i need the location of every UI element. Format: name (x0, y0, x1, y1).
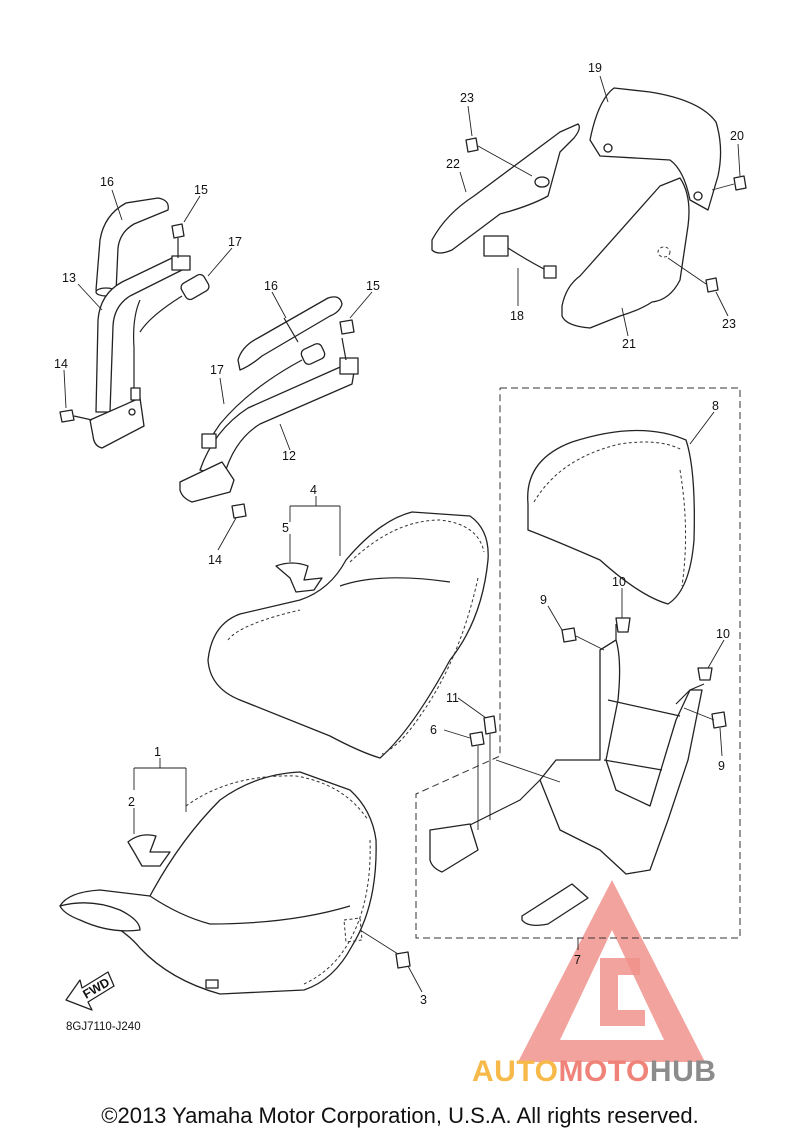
label-10-lower: 10 (716, 627, 730, 641)
part-10-grommet-lower (697, 667, 713, 681)
copyright-notice: ©2013 Yamaha Motor Corporation, U.S.A. A… (101, 1103, 699, 1128)
part-1-front-seat (59, 771, 377, 995)
label-19: 19 (588, 61, 602, 75)
logo-triangle (518, 880, 705, 1062)
part-23-bolt-lower (667, 257, 719, 293)
label-4: 4 (310, 483, 317, 497)
part-3-bolt (343, 917, 411, 969)
label-15-right: 15 (366, 279, 380, 293)
label-18: 18 (510, 309, 524, 323)
label-14-right: 14 (208, 553, 222, 567)
part-14-bolt-right (231, 503, 247, 519)
label-13: 13 (62, 271, 76, 285)
part-11-bolt (483, 715, 497, 820)
part-5-damper (275, 562, 323, 593)
part-20-bolt (711, 175, 747, 191)
label-14-left: 14 (54, 357, 68, 371)
label-7: 7 (574, 953, 581, 967)
label-9-lower: 9 (718, 759, 725, 773)
label-8: 8 (712, 399, 719, 413)
label-3: 3 (420, 993, 427, 1007)
label-5: 5 (282, 521, 289, 535)
label-23-upper: 23 (460, 91, 474, 105)
label-20: 20 (730, 129, 744, 143)
label-10-upper: 10 (612, 575, 626, 589)
logo-inner-mark (600, 958, 645, 1026)
label-21: 21 (622, 337, 636, 351)
part-14-bolt-left (59, 409, 93, 423)
brand-moto: MOTO (558, 1055, 650, 1088)
part-23-bolt-upper (465, 137, 533, 177)
part-21-side-cover-right (561, 177, 690, 329)
part-9-bolt-upper (561, 627, 605, 651)
part-15-bolt-left (171, 223, 185, 258)
part-22-side-cover (431, 123, 580, 254)
backrest-assembly-box (415, 387, 741, 939)
label-17-right: 17 (210, 363, 224, 377)
part-16-grip-right (237, 296, 343, 371)
label-22: 22 (446, 157, 460, 171)
label-15-left: 15 (194, 183, 208, 197)
label-16-left: 16 (100, 175, 114, 189)
part-7-backrest-frame (429, 624, 705, 926)
part-9-bolt-lower (683, 707, 727, 729)
label-2: 2 (128, 795, 135, 809)
fwd-arrow-icon: FWD (65, 971, 115, 1011)
label-1: 1 (154, 745, 161, 759)
label-17-left: 17 (228, 235, 242, 249)
part-10-grommet-upper (615, 617, 631, 633)
brand-auto: AUTO (472, 1055, 559, 1088)
label-11: 11 (446, 691, 459, 705)
label-6: 6 (430, 723, 437, 737)
part-13-handle-left (89, 255, 191, 449)
leader-lines (63, 75, 741, 993)
part-12-handle-right (179, 337, 359, 503)
callout-numbers: 16 15 17 13 14 16 15 17 12 14 23 22 19 2… (54, 61, 744, 1033)
part-18-connector (483, 235, 557, 279)
label-12: 12 (282, 449, 296, 463)
part-2-damper (127, 834, 171, 867)
automotohub-logo (518, 880, 705, 1062)
label-9-upper: 9 (540, 593, 547, 607)
label-23-lower: 23 (722, 317, 736, 331)
part-4-rear-seat (207, 511, 489, 759)
part-15-bolt-right (339, 319, 355, 335)
automotohub-wordmark: AUTOMOTOHUB (472, 1057, 716, 1087)
part-19-rear-cover (589, 87, 722, 211)
part-code: 8GJ7110-J240 (66, 1021, 141, 1033)
part-6-nut (469, 731, 485, 830)
brand-hub: HUB (649, 1055, 717, 1088)
part-8-backrest-pad (527, 429, 695, 605)
label-16-right: 16 (264, 279, 278, 293)
part-17-cable-left (139, 273, 210, 333)
